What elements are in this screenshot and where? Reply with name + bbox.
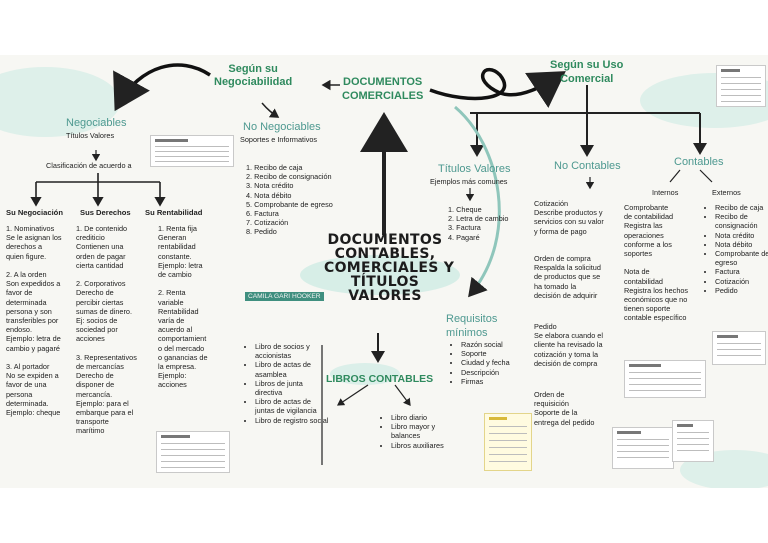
list-item: Razón social	[461, 340, 531, 349]
no-contables-heading: No Contables	[554, 160, 621, 172]
list-item: Libro de registro social	[255, 416, 329, 425]
libros-right-list: Libro diario Libro mayor y balances Libr…	[382, 413, 453, 450]
document-thumbnail	[612, 427, 674, 469]
title-line: CONTABLES,	[334, 246, 436, 262]
list-item: 3. Factura	[448, 223, 481, 233]
segun-uso-heading: Según su Uso Comercial	[550, 59, 624, 85]
list-item: Libro de actas de juntas de vigilancia	[255, 397, 329, 415]
list-item: 2. Recibo de consignación	[246, 172, 332, 182]
rentabilidad-text: 1. Renta fija Generan rentabilidad const…	[158, 224, 208, 390]
orden-requisicion-text: Orden de requisición Soporte de la entre…	[534, 390, 595, 427]
titulos-valores-heading: Títulos Valores	[438, 163, 511, 175]
title-line: COMERCIALES Y	[324, 260, 455, 276]
negociables-subtitle: Títulos Valores	[66, 131, 115, 140]
derechos-text: 1. De contenido crediticio Contienen una…	[76, 224, 137, 436]
document-thumbnail	[156, 431, 230, 473]
list-item: Nota débito	[715, 240, 768, 249]
libros-left-list: Libro de socios y accionistas Libro de a…	[246, 342, 329, 425]
document-thumbnail	[150, 135, 234, 167]
title-line: DOCUMENTOS	[327, 232, 443, 248]
libros-contables-heading: LIBROS CONTABLES	[326, 373, 434, 385]
center-title: DOCUMENTOS CONTABLES, COMERCIALES Y TÍTU…	[324, 232, 455, 304]
titulos-valores-list: 1. Cheque 2. Letra de cambio 3. Factura …	[448, 205, 508, 242]
header-su-negociacion: Su Negociación	[6, 208, 63, 217]
list-item: Pedido	[715, 286, 768, 295]
decor-blob-center	[300, 255, 460, 295]
no-negociables-subtitle: Soportes e Informativos	[240, 135, 318, 144]
list-item: 4. Pagaré	[448, 232, 480, 242]
list-item: 1. Cheque	[448, 205, 482, 214]
list-item: Libro de actas de asamblea	[255, 360, 329, 378]
list-item: Comprobante de egreso	[715, 249, 768, 267]
header-sus-derechos: Sus Derechos	[80, 208, 131, 217]
list-item: 4. Nota débito	[246, 190, 292, 200]
externos-label: Externos	[712, 188, 741, 197]
list-item: Libro de socios y accionistas	[255, 342, 329, 360]
document-thumbnail	[484, 413, 532, 471]
list-item: Recibo de consignación	[715, 212, 768, 230]
list-item: 3. Nota crédito	[246, 181, 294, 191]
documentos-comerciales-heading: DOCUMENTOS COMERCIALES	[342, 76, 424, 102]
list-item: Soporte	[461, 349, 531, 358]
list-item: Nota crédito	[715, 231, 768, 240]
list-item: Libros auxiliares	[391, 441, 453, 450]
list-item: Libro diario	[391, 413, 453, 422]
list-item: 7. Cotización	[246, 218, 289, 228]
list-item: 2. Letra de cambio	[448, 214, 509, 224]
mind-map-sheet: Según su Negociabilidad DOCUMENTOS COMER…	[0, 55, 768, 488]
decor-blob-bottom-mid	[330, 363, 400, 385]
header-su-rentabilidad: Su Rentabilidad	[145, 208, 203, 217]
cotizacion-text: Cotización Describe productos y servicio…	[534, 199, 604, 236]
negociacion-text: 1. Nominativos Se le asignan los derecho…	[6, 224, 62, 418]
orden-compra-text: Orden de compra Respalda la solicitud de…	[534, 254, 601, 300]
list-item: Ciudad y fecha	[461, 358, 531, 367]
requisitos-list: Razón social Soporte Ciudad y fecha Desc…	[452, 340, 531, 386]
title-line: TÍTULOS	[350, 274, 420, 290]
pedido-text: Pedido Se elabora cuando el cliente ha r…	[534, 322, 603, 368]
no-negociables-heading: No Negociables	[243, 121, 321, 133]
no-negociables-list: 1. Recibo de caja 2. Recibo de consignac…	[246, 163, 333, 237]
document-thumbnail	[716, 65, 766, 107]
segun-negociabilidad-heading: Según su Negociabilidad	[214, 63, 293, 88]
internos-text: Comprobante de contabilidad Registra las…	[624, 203, 689, 323]
document-thumbnail	[672, 420, 714, 462]
list-item: 8. Pedido	[246, 227, 277, 237]
list-item: 1. Recibo de caja	[246, 163, 303, 172]
connector-lines	[30, 63, 713, 465]
contables-heading: Contables	[674, 156, 724, 168]
list-item: 6. Factura	[246, 209, 279, 219]
list-item: Libro mayor y balances	[391, 422, 453, 440]
titulos-valores-subtitle: Ejemplos más comunes	[430, 177, 508, 186]
list-item: Recibo de caja	[715, 203, 768, 212]
document-thumbnail	[712, 331, 766, 365]
list-item: Firmas	[461, 377, 531, 386]
requisitos-heading: Requisitos mínimos	[446, 313, 498, 339]
author-label: CAMILA GARI HOOKER	[245, 292, 324, 301]
negociables-heading: Negociables	[66, 117, 127, 129]
list-item: Cotización	[715, 277, 768, 286]
document-thumbnail	[624, 360, 706, 398]
internos-label: Internos	[652, 188, 679, 197]
clasificacion-label: Clasificación de acuerdo a	[46, 161, 132, 170]
title-line: VALORES	[348, 288, 422, 304]
decor-blob-top-left	[0, 67, 120, 137]
list-item: Descripción	[461, 368, 531, 377]
list-item: 5. Comprobante de egreso	[246, 199, 333, 209]
externos-list: Recibo de caja Recibo de consignación No…	[706, 203, 768, 295]
list-item: Factura	[715, 267, 768, 276]
list-item: Libros de junta directiva	[255, 379, 329, 397]
